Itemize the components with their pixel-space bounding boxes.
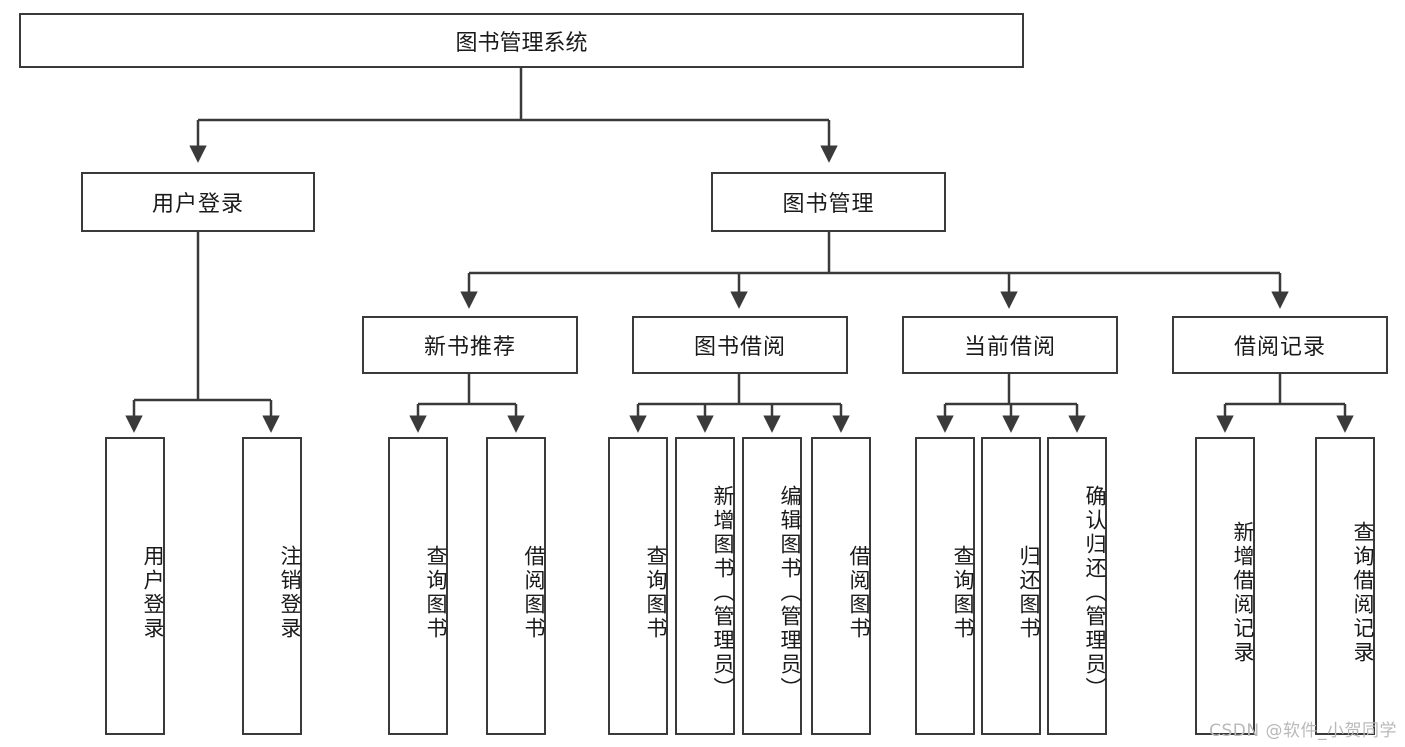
node-label: 用户登录 [141,545,165,641]
node-current-borrow[interactable]: 当前借阅 [902,316,1118,374]
leaf-current-borrow-return-book[interactable]: 归还图书 [981,437,1041,735]
node-label: 注销登录 [278,545,302,641]
node-label: 编辑图书（管理员） [778,485,802,701]
node-label: 图书管理系统 [455,30,588,56]
leaf-book-borrow-add-book-admin[interactable]: 新增图书（管理员） [675,437,735,735]
leaf-book-borrow-query-book[interactable]: 查询图书 [608,437,668,735]
leaf-book-borrow-edit-book-admin[interactable]: 编辑图书（管理员） [742,437,802,735]
leaf-user-login-login[interactable]: 用户登录 [105,437,165,735]
node-label: 查询图书 [644,545,668,641]
leaf-borrow-record-add-record[interactable]: 新增借阅记录 [1195,437,1255,735]
node-label: 图书借阅 [693,335,786,360]
node-label: 借阅记录 [1233,335,1326,360]
leaf-book-borrow-borrow-book[interactable]: 借阅图书 [811,437,871,735]
leaf-new-book-borrow-book[interactable]: 借阅图书 [486,437,546,735]
node-book-management[interactable]: 图书管理 [711,172,946,232]
node-book-borrow[interactable]: 图书借阅 [632,316,848,374]
node-label: 借阅图书 [522,545,546,641]
node-label: 新书推荐 [423,335,516,360]
node-label: 查询借阅记录 [1351,521,1375,665]
node-borrow-record[interactable]: 借阅记录 [1172,316,1388,374]
node-label: 用户登录 [151,192,244,217]
leaf-current-borrow-query-book[interactable]: 查询图书 [915,437,975,735]
leaf-new-book-query-book[interactable]: 查询图书 [388,437,448,735]
node-new-book-recommend[interactable]: 新书推荐 [362,316,578,374]
node-label: 确认归还（管理员） [1083,485,1107,701]
leaf-user-login-logout[interactable]: 注销登录 [242,437,302,735]
node-label: 查询图书 [951,545,975,641]
node-user-login[interactable]: 用户登录 [81,172,315,232]
node-root-book-management-system[interactable]: 图书管理系统 [19,13,1024,68]
node-label: 新增图书（管理员） [711,485,735,701]
node-label: 当前借阅 [963,335,1056,360]
node-label: 归还图书 [1017,545,1041,641]
node-label: 新增借阅记录 [1231,521,1255,665]
node-label: 查询图书 [424,545,448,641]
node-label: 借阅图书 [847,545,871,641]
leaf-borrow-record-query-record[interactable]: 查询借阅记录 [1315,437,1375,735]
node-label: 图书管理 [782,192,875,217]
watermark-text: CSDN @软件_小贺同学 [1209,721,1397,741]
leaf-current-borrow-confirm-return-admin[interactable]: 确认归还（管理员） [1047,437,1107,735]
